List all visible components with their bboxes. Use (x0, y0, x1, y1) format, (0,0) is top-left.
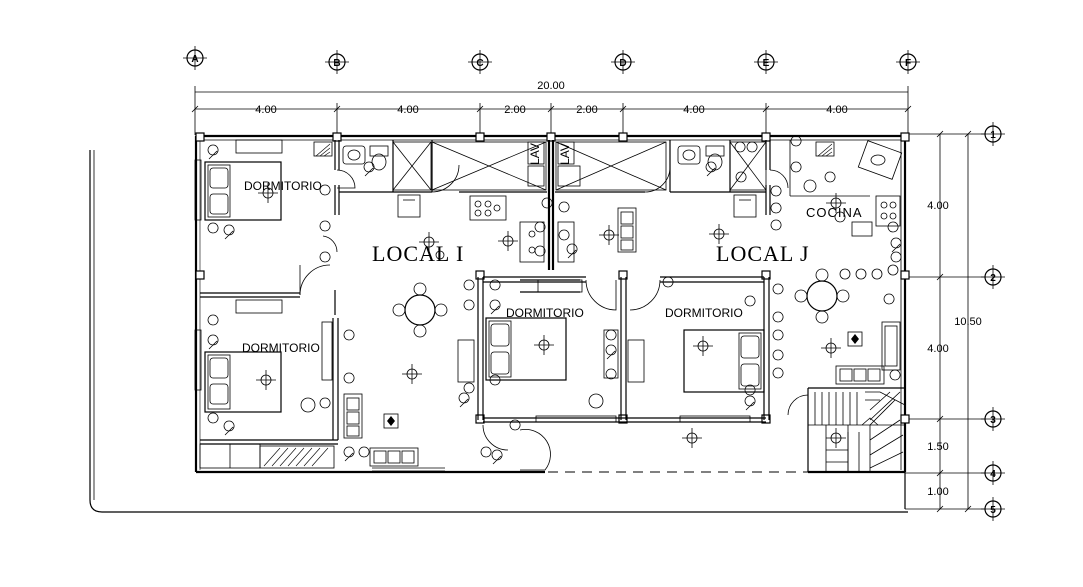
sofa-right (835, 365, 885, 385)
plant-icons (383, 331, 863, 429)
room-label-dormitorio-1: DORMITORIO (244, 179, 322, 193)
bathroom-fixtures (342, 145, 757, 218)
shaft-boxes: LAV LAV (313, 141, 835, 187)
bed-dorm-1 (204, 161, 282, 221)
top-dimensions: 20.00 4.00 4.00 2.00 2.00 4.00 4.00 (191, 80, 912, 135)
grid-label-b: B (333, 58, 340, 69)
grid-label-a: A (191, 54, 198, 65)
site-boundary (89, 150, 908, 513)
grid-bubble-d: D (611, 50, 635, 74)
grid-label-4: 4 (990, 469, 996, 480)
row-grid-markers: 1 2 3 4 5 (981, 122, 1005, 521)
room-label-local-j: LOCAL J (716, 241, 810, 266)
stools (300, 179, 899, 413)
sofa-front (369, 447, 419, 467)
roof-opening-crosses (392, 141, 767, 191)
kitchen-equipment (469, 140, 903, 371)
outlet-symbols (207, 135, 902, 465)
ceiling-lights (256, 183, 846, 448)
dining-table-right (794, 268, 850, 324)
sofas (343, 207, 885, 467)
dim-total-height: 10.50 (954, 316, 982, 328)
interior-walls (200, 140, 905, 472)
dim-seg-2: 4.00 (397, 104, 418, 116)
dim-seg-3: 2.00 (504, 104, 525, 116)
dim-row-seg-4: 1.00 (927, 486, 948, 498)
laundry-label-1: LAV (528, 143, 542, 165)
grid-label-1: 1 (990, 130, 996, 141)
grid-bubble-e: E (754, 50, 778, 74)
grid-bubble-b: B (325, 50, 349, 74)
beds (204, 161, 765, 413)
dim-row-seg-1: 4.00 (927, 200, 948, 212)
grid-label-3: 3 (990, 415, 996, 426)
staircase (814, 391, 906, 472)
dim-seg-1: 4.00 (255, 104, 276, 116)
windows (194, 139, 751, 469)
room-label-dormitorio-4: DORMITORIO (665, 306, 743, 320)
dim-seg-5: 4.00 (683, 104, 704, 116)
bed-dorm-3 (485, 317, 567, 381)
bed-dorm-4 (683, 329, 765, 393)
grid-label-f: F (905, 58, 911, 69)
grid-bubble-c: C (468, 50, 492, 74)
dim-seg-4: 2.00 (576, 104, 597, 116)
room-label-local-i: LOCAL I (372, 241, 464, 266)
room-label-cocina: COCINA (806, 205, 863, 220)
room-label-dormitorio-3: DORMITORIO (506, 306, 584, 320)
room-label-dormitorio-2: DORMITORIO (242, 341, 320, 355)
dim-row-seg-3: 1.50 (927, 441, 948, 453)
wardrobes (321, 279, 619, 381)
laundry-label-2: LAV (558, 143, 572, 165)
grid-label-2: 2 (990, 273, 996, 284)
grid-label-e: E (763, 58, 770, 69)
sofa-center (617, 207, 637, 253)
dim-seg-6: 4.00 (826, 104, 847, 116)
grid-bubble-f: F (896, 50, 920, 74)
column-grid-markers: A B C D E F (183, 46, 920, 74)
grid-bubble-a: A (183, 46, 207, 70)
sofa-left (343, 393, 363, 439)
structural-columns (195, 132, 910, 424)
right-dimensions: 4.00 4.00 1.50 1.00 10.50 (905, 130, 985, 513)
doors (299, 164, 809, 471)
grid-label-5: 5 (990, 505, 996, 516)
closet-hatch (259, 445, 335, 469)
grid-label-c: C (476, 58, 483, 69)
bed-dorm-2 (204, 351, 282, 413)
dining-table-left (392, 282, 448, 338)
room-labels: LOCAL I LOCAL J DORMITORIO DORMITORIO DO… (242, 179, 863, 355)
dining-tables (392, 268, 850, 338)
dim-total-width: 20.00 (537, 80, 565, 92)
dim-row-seg-2: 4.00 (927, 343, 948, 355)
grid-label-d: D (619, 58, 626, 69)
